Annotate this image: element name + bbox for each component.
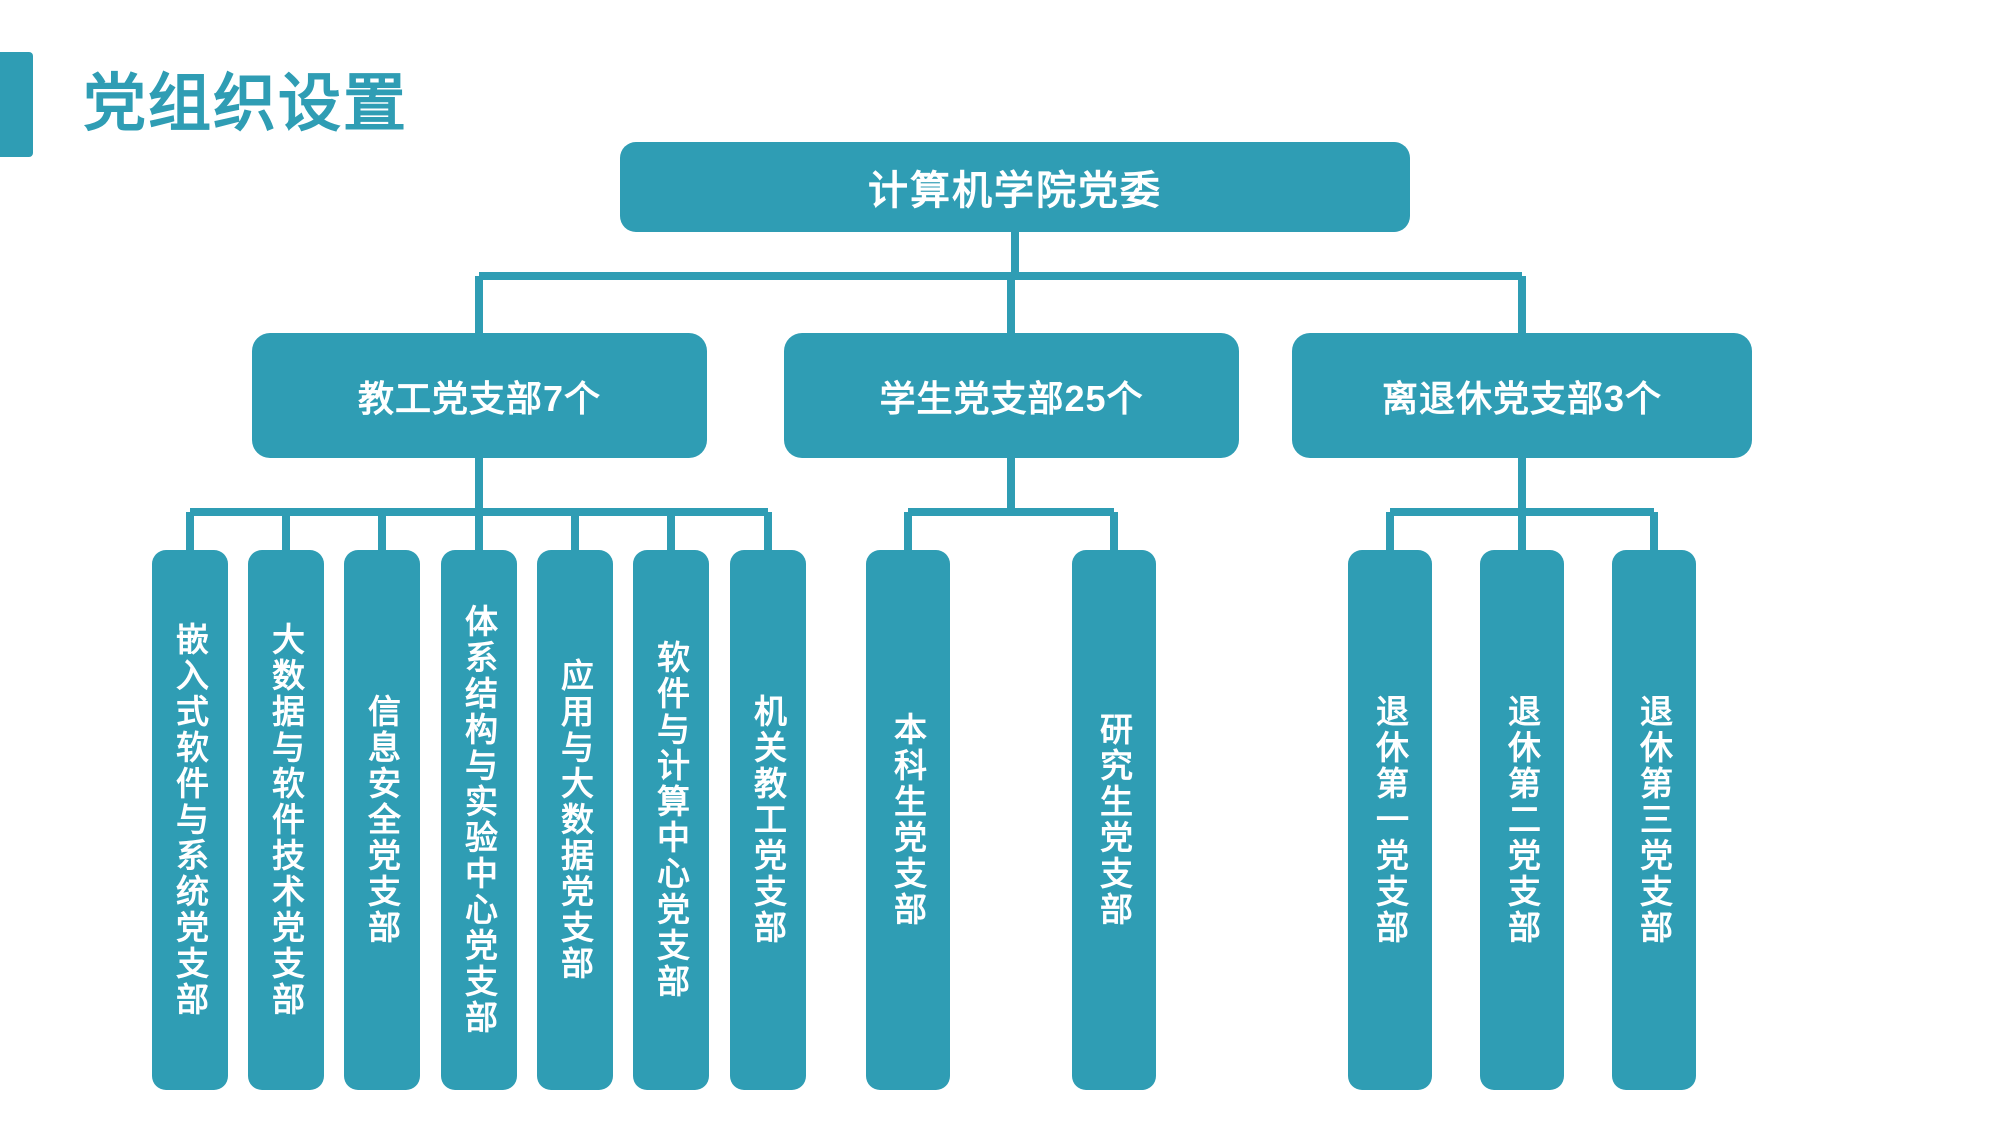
node-leaf-retired-first[interactable]: 退休第一党支部 xyxy=(1348,550,1432,1090)
title-accent-bar xyxy=(0,52,33,157)
node-leaf-bigdata-software-tech[interactable]: 大数据与软件技术党支部 xyxy=(248,550,324,1090)
node-group-retired-branches[interactable]: 离退休党支部3个 xyxy=(1292,333,1752,458)
node-leaf-undergraduate[interactable]: 本科生党支部 xyxy=(866,550,950,1090)
node-root-party-committee[interactable]: 计算机学院党委 xyxy=(620,142,1410,232)
node-leaf-application-bigdata[interactable]: 应用与大数据党支部 xyxy=(537,550,613,1090)
node-group-faculty-branches[interactable]: 教工党支部7个 xyxy=(252,333,707,458)
node-leaf-information-security[interactable]: 信息安全党支部 xyxy=(344,550,420,1090)
node-leaf-administrative-faculty[interactable]: 机关教工党支部 xyxy=(730,550,806,1090)
node-leaf-embedded-software[interactable]: 嵌入式软件与系统党支部 xyxy=(152,550,228,1090)
page-title-row: 党组织设置 xyxy=(0,52,408,157)
node-leaf-retired-third[interactable]: 退休第三党支部 xyxy=(1612,550,1696,1090)
node-leaf-retired-second[interactable]: 退休第二党支部 xyxy=(1480,550,1564,1090)
node-group-student-branches[interactable]: 学生党支部25个 xyxy=(784,333,1239,458)
node-leaf-software-computing-center[interactable]: 软件与计算中心党支部 xyxy=(633,550,709,1090)
page-title: 党组织设置 xyxy=(83,69,408,139)
node-leaf-graduate[interactable]: 研究生党支部 xyxy=(1072,550,1156,1090)
node-leaf-architecture-lab-center[interactable]: 体系结构与实验中心党支部 xyxy=(441,550,517,1090)
